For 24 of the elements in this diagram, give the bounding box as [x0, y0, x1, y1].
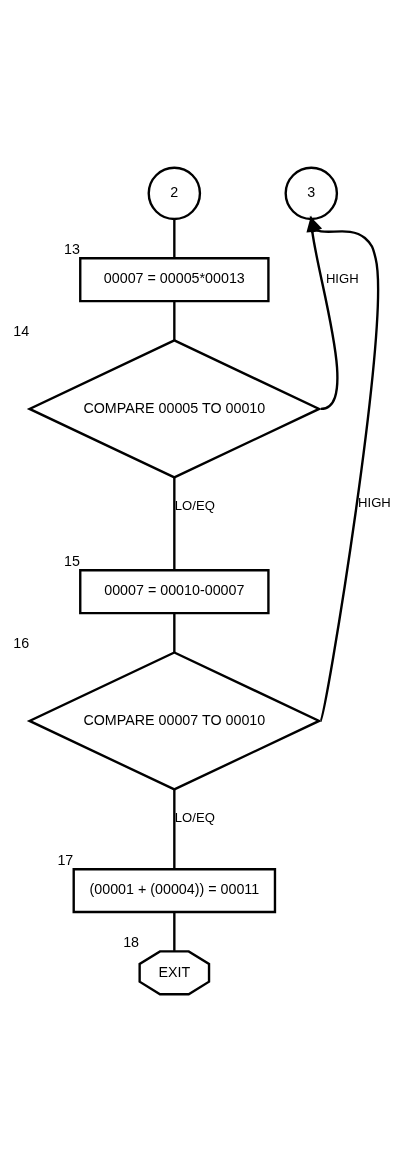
node-label: 14 — [13, 323, 30, 340]
connector — [173, 477, 176, 570]
node-box: (00001 + (00004)) = 00011 — [72, 868, 277, 914]
connector — [173, 789, 176, 869]
node-label: 18 — [123, 934, 140, 951]
connector — [173, 219, 176, 259]
connector — [173, 613, 176, 653]
connector — [173, 301, 176, 341]
edge-label: HIGH — [325, 271, 359, 287]
edge-label: LO/EQ — [174, 810, 215, 826]
edge-label: HIGH — [358, 494, 391, 510]
node-label: 16 — [13, 635, 30, 652]
node-label: 17 — [57, 852, 74, 869]
connector — [173, 912, 176, 951]
node-box: 00007 = 00005*00013 — [79, 257, 270, 303]
node-circle: 2 — [147, 166, 202, 221]
node-label: 15 — [63, 553, 80, 570]
edge-label: LO/EQ — [174, 498, 215, 514]
node-label: 13 — [63, 241, 80, 258]
node-diamond: COMPARE 00005 TO 00010 — [26, 339, 322, 479]
node-box: 00007 = 00010-00007 — [79, 569, 270, 615]
node-diamond: COMPARE 00007 TO 00010 — [26, 651, 322, 791]
arrow — [309, 215, 380, 722]
node-circle: 3 — [284, 166, 339, 221]
